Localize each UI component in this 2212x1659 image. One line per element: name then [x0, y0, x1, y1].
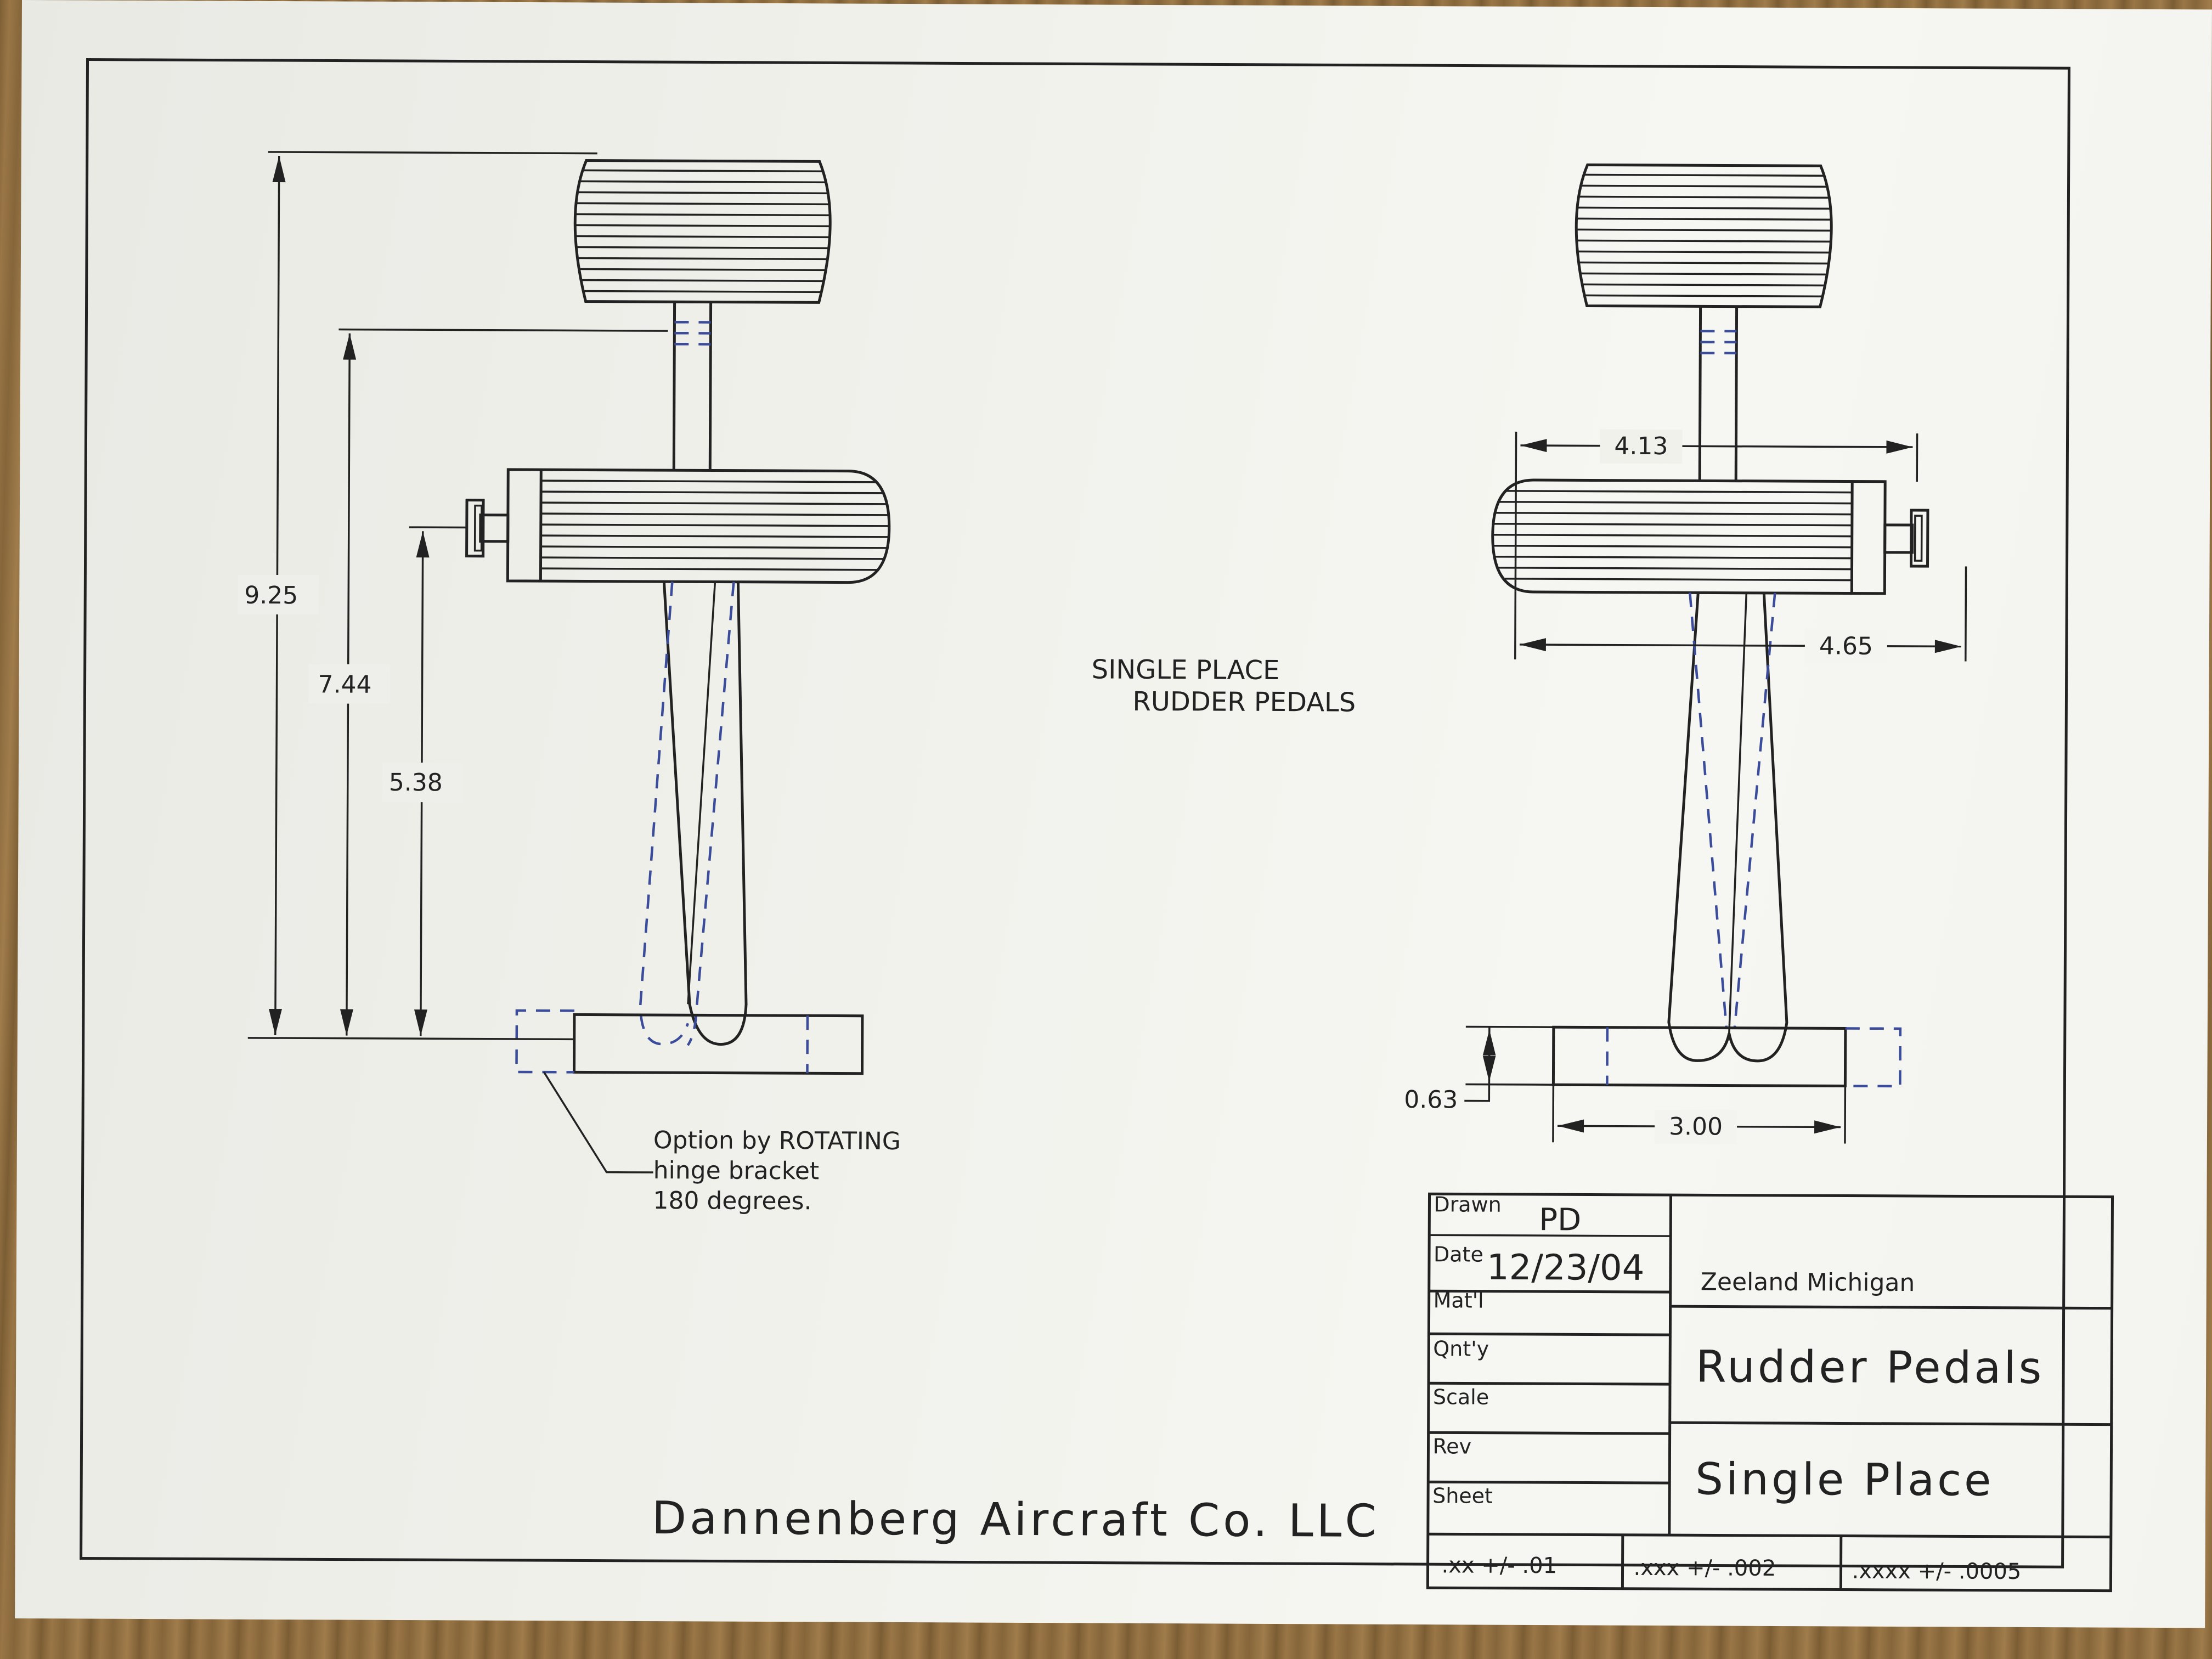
option-note-line3: 180 degrees. — [653, 1187, 811, 1215]
front-view — [1464, 163, 1967, 1144]
base-plate-right — [1551, 1025, 1847, 1088]
dimension-overall-height: 9.25 — [244, 582, 298, 610]
top-pedal-pad-right — [1575, 163, 1833, 308]
base-plate-left — [572, 1013, 864, 1075]
date-label: Date — [1434, 1242, 1483, 1266]
drawn-label: Drawn — [1434, 1192, 1502, 1217]
view-title-line1: SINGLE PLACE — [1092, 654, 1280, 686]
rev-label: Rev — [1432, 1434, 1471, 1458]
tolerance-three-decimal: .xxx +/- .002 — [1633, 1555, 1776, 1581]
view-title-line2: RUDDER PEDALS — [1132, 686, 1356, 718]
dimension-inner-width: 4.13 — [1614, 432, 1668, 460]
heel-pad-left — [506, 468, 891, 584]
side-view — [238, 151, 891, 1173]
company-location: Zeeland Michigan — [1701, 1268, 1915, 1297]
top-pedal-pad-left — [573, 159, 832, 304]
scale-label: Scale — [1433, 1385, 1489, 1409]
dimension-base-width: 3.00 — [1669, 1113, 1723, 1141]
drawing-title: Rudder Pedals — [1696, 1341, 2045, 1393]
drawing-subtitle: Single Place — [1695, 1453, 1994, 1505]
width-dimensions — [1464, 429, 1967, 1144]
dimension-base-height: 0.63 — [1404, 1086, 1458, 1114]
sheet-border — [80, 58, 2071, 1568]
option-note-line2: hinge bracket — [653, 1156, 820, 1185]
technical-drawing: 9.25 7.44 5.38 4.13 4.65 0.63 3.00 Optio… — [80, 58, 2114, 1593]
quantity-label: Qnt'y — [1433, 1336, 1489, 1361]
option-leader-line — [543, 1071, 653, 1173]
date-value: 12/23/04 — [1487, 1248, 1645, 1289]
drawn-value: PD — [1539, 1202, 1581, 1238]
material-label: Mat'l — [1434, 1288, 1484, 1312]
pivot-bolt-right — [1883, 509, 1929, 568]
alternate-hinge-bracket — [515, 1009, 574, 1074]
drawing-sheet: 9.25 7.44 5.38 4.13 4.65 0.63 3.00 Optio… — [15, 0, 2212, 1628]
pivot-bolt-left — [465, 499, 510, 558]
tolerance-four-decimal: .xxxx +/- .0005 — [1852, 1559, 2021, 1584]
heel-pad-right — [1491, 478, 1887, 595]
title-block — [1426, 1192, 2114, 1593]
option-note-line1: Option by ROTATING — [653, 1126, 901, 1155]
dimension-stem-height: 7.44 — [318, 670, 371, 698]
dimension-outer-width: 4.65 — [1819, 632, 1873, 660]
tolerance-two-decimal: .xx +/- .01 — [1441, 1553, 1557, 1578]
company-name: Dannenberg Aircraft Co. LLC — [652, 1492, 1380, 1548]
height-dimensions — [238, 151, 668, 1041]
dimension-pivot-height: 5.38 — [389, 769, 443, 797]
sheet-label: Sheet — [1432, 1483, 1493, 1508]
